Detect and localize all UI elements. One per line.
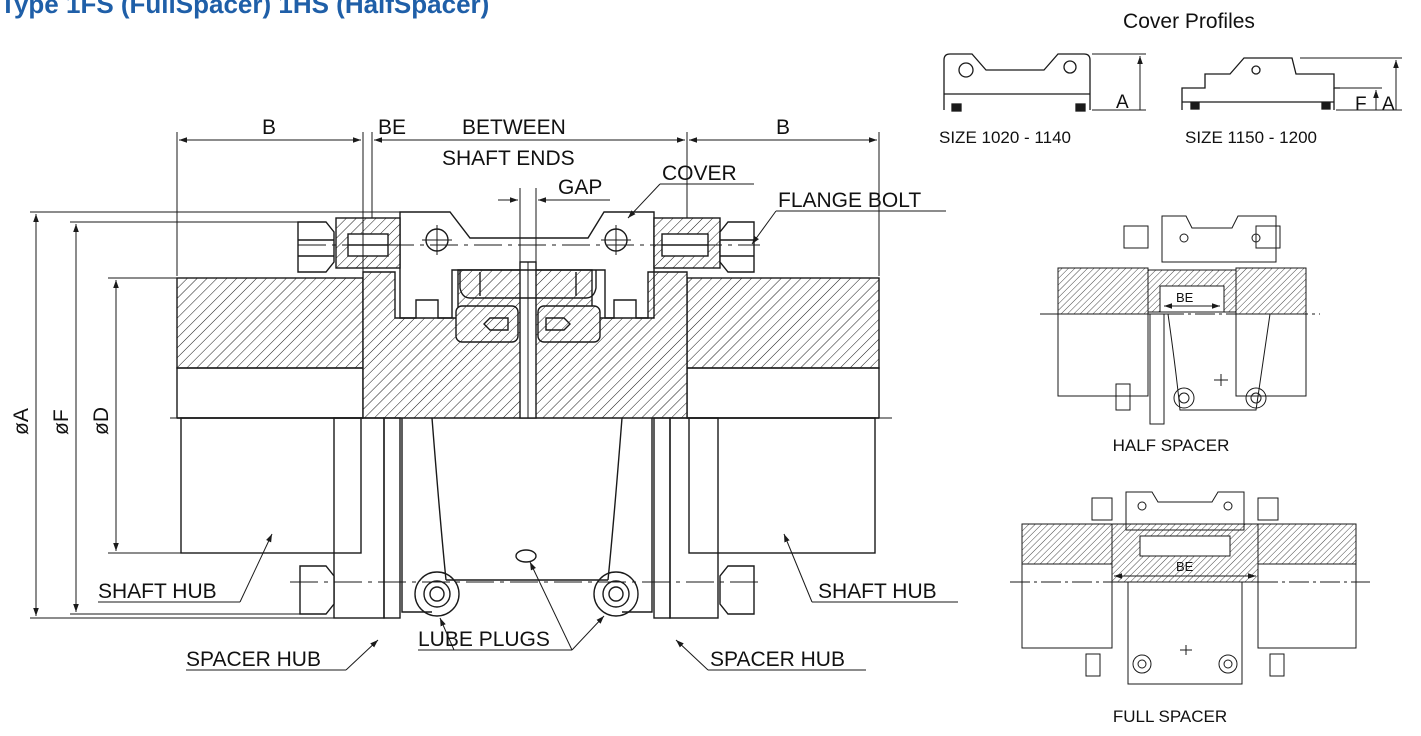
spacer-hub-right-label: SPACER HUB xyxy=(710,648,845,671)
full-spacer-view: BE FULL SPACER xyxy=(1010,491,1370,726)
page-title: Type 1FS (FullSpacer) 1HS (HalfSpacer) xyxy=(0,0,490,19)
dim-a-label-2: A xyxy=(1382,94,1395,115)
cover-label: COVER xyxy=(662,162,737,185)
spacer-hub-left-label: SPACER HUB xyxy=(186,648,321,671)
shaft-hub-right-body xyxy=(686,277,880,554)
full-spacer-be-label: BE xyxy=(1176,559,1194,574)
lube-plugs-label: LUBE PLUGS xyxy=(418,628,550,651)
cover-profile-1150-1200: F A SIZE 1150 - 1200 xyxy=(1181,57,1402,147)
dia-a-label: øA xyxy=(10,408,33,435)
main-labels: B BE BETWEEN SHAFT ENDS B GAP COVER FLAN… xyxy=(10,116,937,671)
dim-be-label: BE xyxy=(378,116,406,139)
flange-top xyxy=(297,217,755,273)
dim-shaft-ends-label: SHAFT ENDS xyxy=(442,147,575,170)
dia-f-label: øF xyxy=(50,409,73,435)
size-label-1020-1140: SIZE 1020 - 1140 xyxy=(939,128,1071,147)
flange-bolt-label: FLANGE BOLT xyxy=(778,189,921,212)
size-label-1150-1200: SIZE 1150 - 1200 xyxy=(1185,128,1317,147)
dim-between-label: BETWEEN xyxy=(462,116,566,139)
shaft-hub-left-body xyxy=(176,277,364,554)
cover-body xyxy=(399,211,655,319)
spacer-hub-flanges-lower xyxy=(299,417,755,619)
half-spacer-be-label: BE xyxy=(1176,290,1194,305)
full-spacer-label: FULL SPACER xyxy=(1113,707,1227,726)
dim-a-label-1: A xyxy=(1116,92,1129,113)
cover-profiles: Cover Profiles A SIZE 1020 - 1140 xyxy=(939,10,1402,147)
leader-lines xyxy=(98,183,958,671)
dim-b-left-label: B xyxy=(262,116,276,139)
gap-label: GAP xyxy=(558,176,602,199)
shaft-hub-right-label: SHAFT HUB xyxy=(818,580,937,603)
dimension-lines xyxy=(30,132,880,619)
cover-profile-1020-1140: A SIZE 1020 - 1140 xyxy=(939,53,1146,147)
center-lines xyxy=(170,244,892,583)
dia-d-label: øD xyxy=(90,407,113,435)
spacer-hub-upper xyxy=(362,261,688,419)
half-spacer-view: BE HALF SPACER xyxy=(1040,215,1320,455)
dim-f-label: F xyxy=(1355,94,1367,115)
main-coupling-section: B BE BETWEEN SHAFT ENDS B GAP COVER FLAN… xyxy=(10,116,958,671)
shaft-hub-left-label: SHAFT HUB xyxy=(98,580,217,603)
dim-b-right-label: B xyxy=(776,116,790,139)
half-spacer-label: HALF SPACER xyxy=(1113,436,1230,455)
cover-profiles-heading: Cover Profiles xyxy=(1123,10,1255,33)
